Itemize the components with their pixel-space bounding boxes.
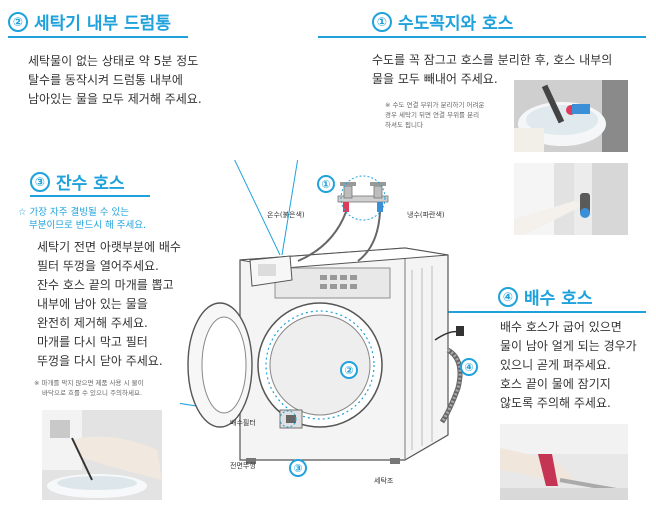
hot-water-label: 온수(붉은색) xyxy=(267,211,305,219)
section-residual-number: ③ xyxy=(30,171,50,192)
section-residual-note: ※ 마개를 막지 않으면 제품 사용 시 물이 바닥으로 흐를 수 있으니 주의… xyxy=(34,378,234,398)
section-faucet-number: ① xyxy=(372,11,392,32)
section-drum-heading: ② 세탁기 내부 드럼통 xyxy=(8,9,171,34)
drum-label: 세탁조 xyxy=(374,477,394,485)
section-drain-number: ④ xyxy=(498,286,518,307)
faucet-hose-photo xyxy=(514,80,628,152)
section-residual-heading: ③ 잔수 호스 xyxy=(30,169,124,194)
section-residual-title: 잔수 호스 xyxy=(56,174,125,194)
residual-hose-photo xyxy=(42,410,162,500)
section-faucet-note: ※ 수도 연결 부위가 분리하기 어려운 경우 세탁기 뒤면 연결 부위를 분리… xyxy=(385,100,515,130)
section-drain-underline xyxy=(430,311,646,313)
callout-3: ③ xyxy=(289,459,307,477)
section-faucet-line: 물을 모두 빼내어 주세요. xyxy=(372,72,498,86)
drain-filter-label: 배수필터 xyxy=(230,419,256,427)
section-drum-line: 세탁물이 없는 상태로 약 5분 정도 xyxy=(28,54,199,68)
section-drum-line: 남아있는 물을 모두 제거해 주세요. xyxy=(28,92,202,106)
callout-2: ② xyxy=(340,361,358,379)
section-drain-heading: ④ 배수 호스 xyxy=(498,284,592,309)
section-residual-line: 뚜껑을 다시 닫아 주세요. xyxy=(37,354,163,368)
back-connection-photo xyxy=(514,163,628,235)
section-drain-title: 배수 호스 xyxy=(524,289,593,309)
section-residual-line: 필터 뚜껑을 열어주세요. xyxy=(37,259,159,273)
section-residual-note-line: 바닥으로 흐를 수 있으니 주의하세요. xyxy=(42,389,143,397)
section-faucet-note-line: ※ 수도 연결 부위가 분리하기 어려운 xyxy=(385,101,485,109)
section-residual-text: 세탁기 전면 아랫부분에 배수 필터 뚜껑을 열어주세요. 잔수 호스 끝의 마… xyxy=(37,238,237,371)
callout-4: ④ xyxy=(460,358,478,376)
section-drain-text: 배수 호스가 굽어 있으면 물이 남아 얼게 되는 경우가 있으니 곧게 펴주세… xyxy=(500,318,650,413)
section-drain-line: 물이 남아 얼게 되는 경우가 xyxy=(500,339,637,353)
section-faucet-underline xyxy=(318,36,646,38)
section-faucet-text: 수도를 꼭 잠그고 호스를 분리한 후, 호스 내부의 물을 모두 빼내어 주세… xyxy=(372,51,652,89)
section-faucet-title: 수도꼭지와 호스 xyxy=(398,14,514,34)
section-residual-warning-line: 부분이므로 반드시 해 주세요. xyxy=(29,220,146,231)
section-residual-warning: ☆ 가장 자주 결빙될 수 있는 부분이므로 반드시 해 주세요. xyxy=(18,206,218,232)
section-residual-warning-line: ☆ 가장 자주 결빙될 수 있는 xyxy=(18,207,130,218)
section-drum-underline xyxy=(8,36,188,38)
section-residual-underline xyxy=(30,195,150,197)
section-faucet-line: 수도를 꼭 잠그고 호스를 분리한 후, 호스 내부의 xyxy=(372,53,613,67)
section-drain-line: 않도록 주의해 주세요. xyxy=(500,396,611,410)
washing-machine-illustration xyxy=(180,160,464,464)
section-residual-line: 마개를 다시 막고 필터 xyxy=(37,335,148,349)
section-drain-line: 배수 호스가 굽어 있으면 xyxy=(500,320,622,334)
section-residual-line: 내부에 남아 있는 물을 xyxy=(37,297,148,311)
section-drain-line: 있으니 곧게 펴주세요. xyxy=(500,358,611,372)
section-residual-line: 잔수 호스 끝의 마개를 뽑고 xyxy=(37,278,174,292)
section-drum-title: 세탁기 내부 드럼통 xyxy=(34,14,171,34)
section-faucet-note-line: 경우 세탁기 뒤면 연결 부위를 분리 xyxy=(385,111,480,119)
section-residual-line: 완전히 제거해 주세요. xyxy=(37,316,148,330)
section-faucet-heading: ① 수도꼭지와 호스 xyxy=(372,9,513,34)
section-drain-line: 호스 끝이 물에 잠기지 xyxy=(500,377,611,391)
section-residual-line: 세탁기 전면 아랫부분에 배수 xyxy=(37,240,181,254)
front-cover-label: 전면뚜껑 xyxy=(230,462,256,470)
drain-hose-photo xyxy=(500,424,628,500)
section-residual-note-line: ※ 마개를 막지 않으면 제품 사용 시 물이 xyxy=(34,379,144,387)
cold-water-label: 냉수(파란색) xyxy=(407,211,445,219)
section-drum-text: 세탁물이 없는 상태로 약 5분 정도 탈수를 동작시켜 드럼통 내부에 남아있… xyxy=(28,52,258,109)
section-faucet-note-line: 하셔도 됩니다 xyxy=(385,121,423,129)
callout-1: ① xyxy=(317,175,335,193)
section-drum-line: 탈수를 동작시켜 드럼통 내부에 xyxy=(28,73,183,87)
section-drum-number: ② xyxy=(8,11,28,32)
